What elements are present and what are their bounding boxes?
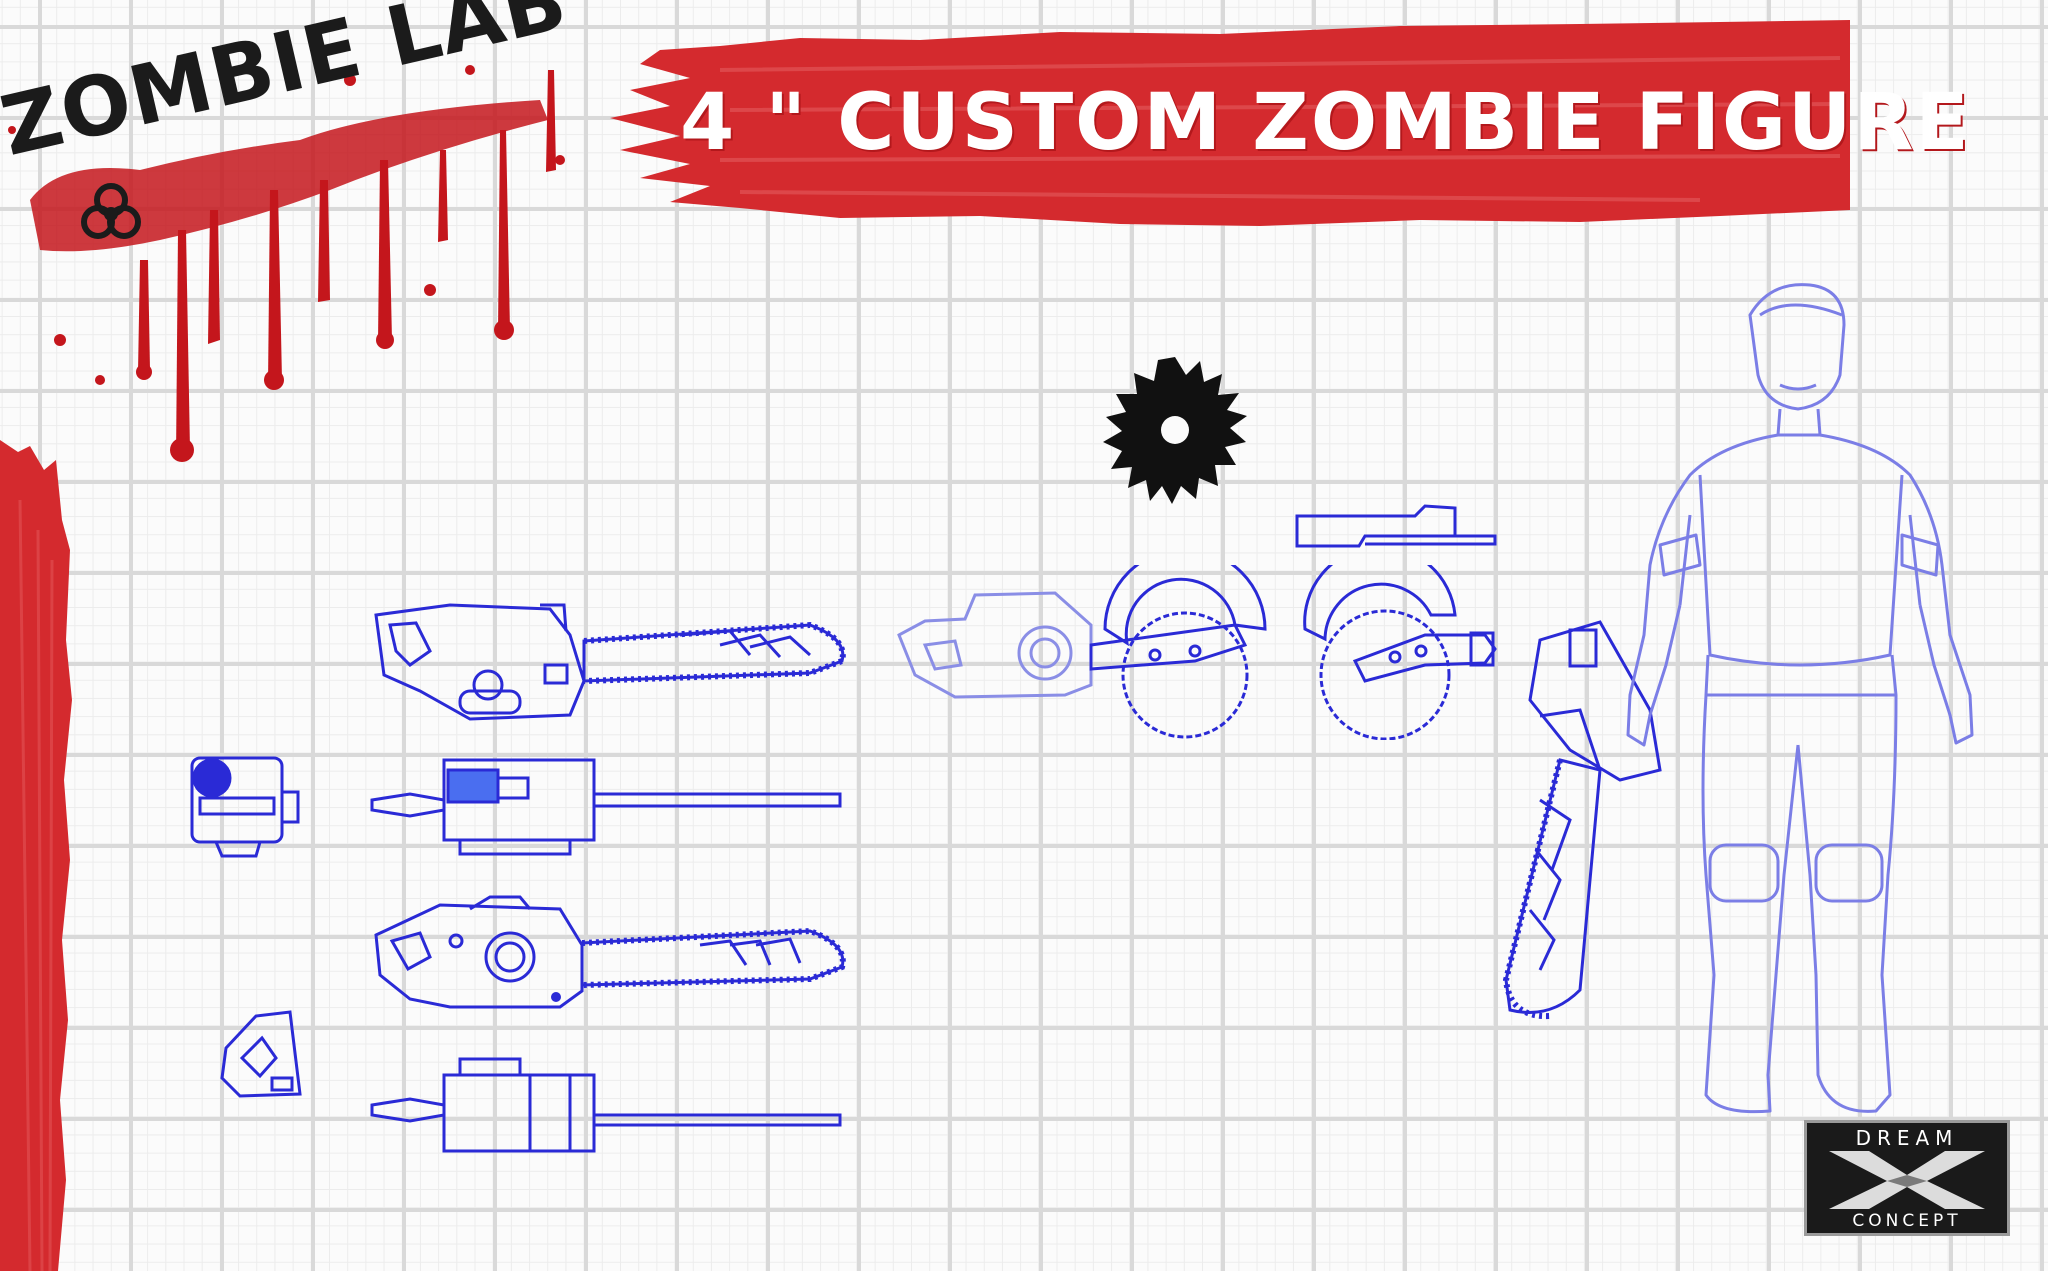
brand-top-text: DREAM [1855, 1126, 1959, 1150]
brand-bottom-text: CONCEPT [1852, 1211, 1962, 1231]
chainsaw-handle-part [220, 1010, 302, 1098]
brand-x-mark [1829, 1151, 1985, 1209]
saw-guard-part [1295, 504, 1497, 548]
chainsaw-side-view-2 [374, 895, 846, 1009]
left-red-brush [0, 440, 72, 1271]
saw-attachment-part [1303, 565, 1497, 740]
biohazard-icon [81, 183, 141, 239]
figure-sketch [1626, 283, 1974, 1114]
chainsaw-rear-view-1 [190, 756, 300, 858]
banner-title: 4 " CUSTOM ZOMBIE FIGURE [680, 78, 1971, 168]
chainsaw-top-view-2 [370, 1057, 842, 1153]
title-banner-brush [610, 20, 1850, 226]
chainsaw-top-view-1 [370, 758, 842, 856]
saw-attachment-assembled [897, 565, 1267, 739]
chainsaw-held-view [1502, 620, 1662, 1020]
dream-concept-logo: DREAM CONCEPT [1804, 1120, 2010, 1236]
saw-blade-icon [1103, 357, 1247, 504]
chainsaw-side-view-1 [374, 603, 846, 721]
blood-splatter [8, 65, 565, 462]
